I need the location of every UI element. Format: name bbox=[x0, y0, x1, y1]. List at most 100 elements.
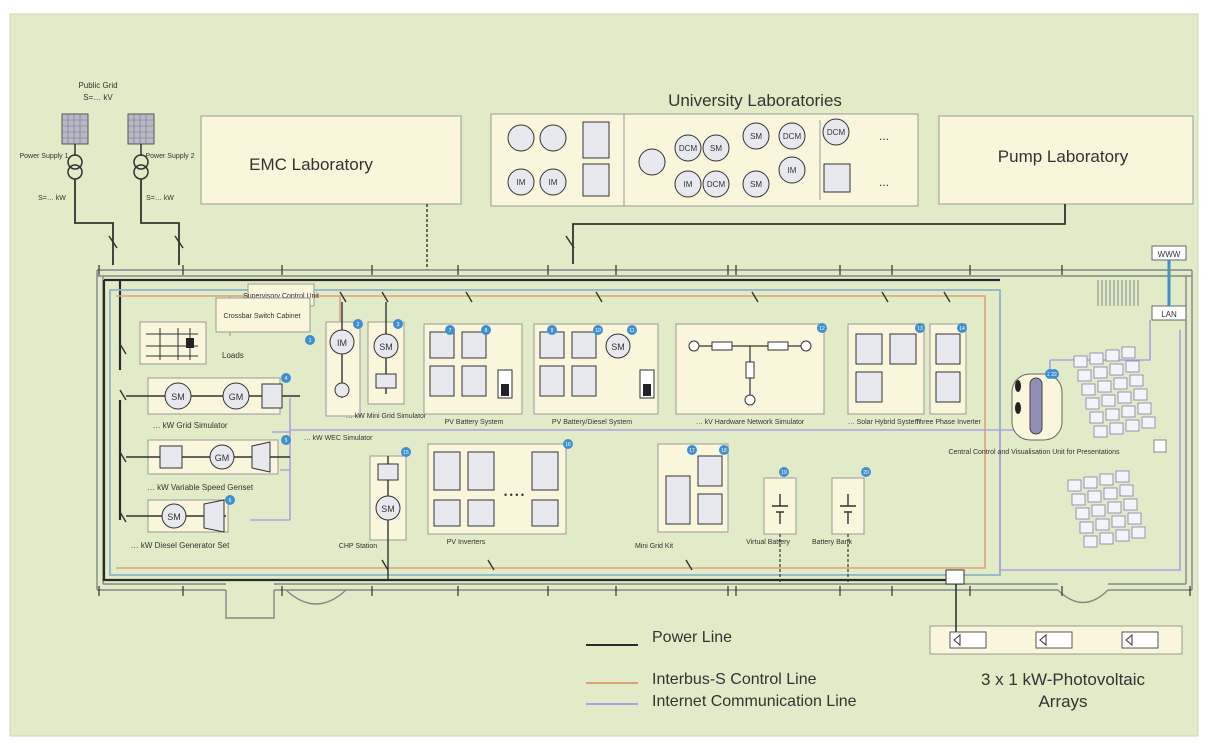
university-machine-label: SM bbox=[750, 132, 762, 141]
www-label: WWW bbox=[1158, 250, 1181, 259]
solar-panel bbox=[1080, 522, 1093, 533]
solar-panel bbox=[1094, 367, 1107, 378]
svg-text:5: 5 bbox=[285, 438, 288, 444]
number-badge-8: 8 bbox=[481, 325, 491, 335]
university-machine-12: IM bbox=[779, 157, 805, 183]
solar-panel bbox=[1102, 395, 1115, 406]
solar-panel bbox=[1074, 356, 1087, 367]
pv-arrays-label-line1: 3 x 1 kW-Photovoltaic bbox=[981, 670, 1146, 689]
solar-panel bbox=[1104, 488, 1117, 499]
solar-panel bbox=[1114, 378, 1127, 389]
solar-panel bbox=[1082, 384, 1095, 395]
loads-label: Loads bbox=[222, 351, 244, 360]
chp-sm-label: SM bbox=[381, 504, 395, 514]
university-machine-5: DCM bbox=[675, 135, 701, 161]
svg-text:14: 14 bbox=[959, 326, 965, 332]
grid-sim-sm-label: SM bbox=[171, 392, 185, 402]
solar-panel bbox=[1110, 364, 1123, 375]
mini-grid-sim-label: … kW Mini Grid Simulator bbox=[346, 413, 427, 420]
pv-battery-system-block: PV Battery System bbox=[424, 324, 522, 426]
university-machine-4: IM bbox=[540, 169, 566, 195]
variable-speed-genset-label: … kW Variable Speed Genset bbox=[147, 483, 254, 492]
number-badge-5: 5 bbox=[281, 435, 291, 445]
university-machine-label: IM bbox=[517, 178, 526, 187]
vs-gm-label: GM bbox=[215, 453, 230, 463]
number-badge-14: 14 bbox=[957, 323, 967, 333]
svg-text:16: 16 bbox=[565, 442, 571, 448]
solar-panel bbox=[1096, 519, 1109, 530]
emc-laboratory-box: EMC Laboratory bbox=[201, 116, 461, 204]
number-badge-20: 20 bbox=[861, 467, 871, 477]
solar-panel bbox=[1092, 505, 1105, 516]
solar-panel bbox=[1116, 530, 1129, 541]
solar-panel bbox=[1068, 480, 1081, 491]
svg-text:17: 17 bbox=[689, 448, 695, 454]
svg-text:20: 20 bbox=[863, 470, 869, 476]
solar-panel bbox=[1116, 471, 1129, 482]
solar-panel bbox=[1108, 502, 1121, 513]
university-ellipsis: ... bbox=[879, 175, 889, 189]
solar-panel bbox=[1132, 527, 1145, 538]
university-machine-label: IM bbox=[684, 180, 693, 189]
solar-panel bbox=[1138, 403, 1151, 414]
pv-inverters-block: • • • • PV Inverters bbox=[428, 444, 566, 546]
solar-panel bbox=[1086, 398, 1099, 409]
university-machine-13: DCM bbox=[823, 119, 849, 145]
solar-panel bbox=[1098, 381, 1111, 392]
number-badge-22: 22 bbox=[1049, 369, 1059, 379]
number-badge-11: 11 bbox=[627, 325, 637, 335]
number-badge-16: 16 bbox=[563, 439, 573, 449]
pv-inverters-dots: • • • • bbox=[504, 490, 524, 500]
number-badge-12: 12 bbox=[817, 323, 827, 333]
svg-text:9: 9 bbox=[551, 328, 554, 334]
solar-panel bbox=[1112, 516, 1125, 527]
svg-text:6: 6 bbox=[229, 498, 232, 504]
mgs-sm-label: SM bbox=[379, 342, 393, 352]
pv-battery-system-label: PV Battery System bbox=[445, 419, 504, 426]
grid-connection-1-icon bbox=[62, 114, 88, 144]
chp-station-label: CHP Station bbox=[339, 543, 377, 550]
legend-power-label: Power Line bbox=[652, 629, 732, 646]
solar-panel bbox=[1122, 347, 1135, 358]
number-badge-2: 2 bbox=[353, 319, 363, 329]
solar-hybrid-label: … Solar Hybrid System bbox=[848, 419, 921, 426]
legend-internet-label: Internet Communication Line bbox=[652, 693, 857, 710]
lan-label: LAN bbox=[1161, 310, 1177, 319]
pv-inverters-label: PV Inverters bbox=[447, 539, 486, 546]
solar-panel bbox=[1072, 494, 1085, 505]
number-badge-7: 7 bbox=[445, 325, 455, 335]
university-machine-label: DCM bbox=[707, 180, 726, 189]
number-badge-19: 19 bbox=[779, 467, 789, 477]
number-badge-13: 13 bbox=[915, 323, 925, 333]
university-machine-2: IM bbox=[508, 169, 534, 195]
small-square-icon bbox=[1154, 440, 1166, 452]
legend-control-label: Interbus-S Control Line bbox=[652, 671, 817, 688]
central-control-label: Central Control and Visualisation Unit f… bbox=[948, 449, 1120, 456]
svg-text:18: 18 bbox=[721, 448, 727, 454]
solar-panel bbox=[1088, 491, 1101, 502]
university-machine-3 bbox=[540, 125, 566, 151]
number-badge-10: 10 bbox=[593, 325, 603, 335]
svg-text:1: 1 bbox=[309, 338, 312, 344]
solar-hybrid-system-block: … Solar Hybrid System bbox=[848, 324, 924, 426]
pv-battery-diesel-label: PV Battery/Diesel System bbox=[552, 419, 632, 426]
university-converter-2-icon bbox=[824, 164, 850, 192]
pv-arrays-label-line2: Arrays bbox=[1038, 692, 1087, 711]
number-badge-6: 6 bbox=[225, 495, 235, 505]
university-machine-label: IM bbox=[788, 166, 797, 175]
university-machine-label: DCM bbox=[783, 132, 802, 141]
university-laboratories-label: University Laboratories bbox=[668, 91, 842, 110]
solar-panel bbox=[1094, 426, 1107, 437]
number-badge-3: 3 bbox=[393, 319, 403, 329]
pv-battery-diesel-block: SM PV Battery/Diesel System bbox=[534, 324, 658, 426]
solar-panel bbox=[1130, 375, 1143, 386]
university-machine-label: SM bbox=[750, 180, 762, 189]
solar-panel bbox=[1100, 533, 1113, 544]
mini-grid-kit-label: Mini Grid Kit bbox=[635, 543, 673, 550]
solar-panel bbox=[1084, 477, 1097, 488]
diesel-sm-label: SM bbox=[167, 512, 181, 522]
svg-text:22: 22 bbox=[1051, 372, 1057, 378]
university-machine-1 bbox=[508, 125, 534, 151]
svg-text:3: 3 bbox=[397, 322, 400, 328]
